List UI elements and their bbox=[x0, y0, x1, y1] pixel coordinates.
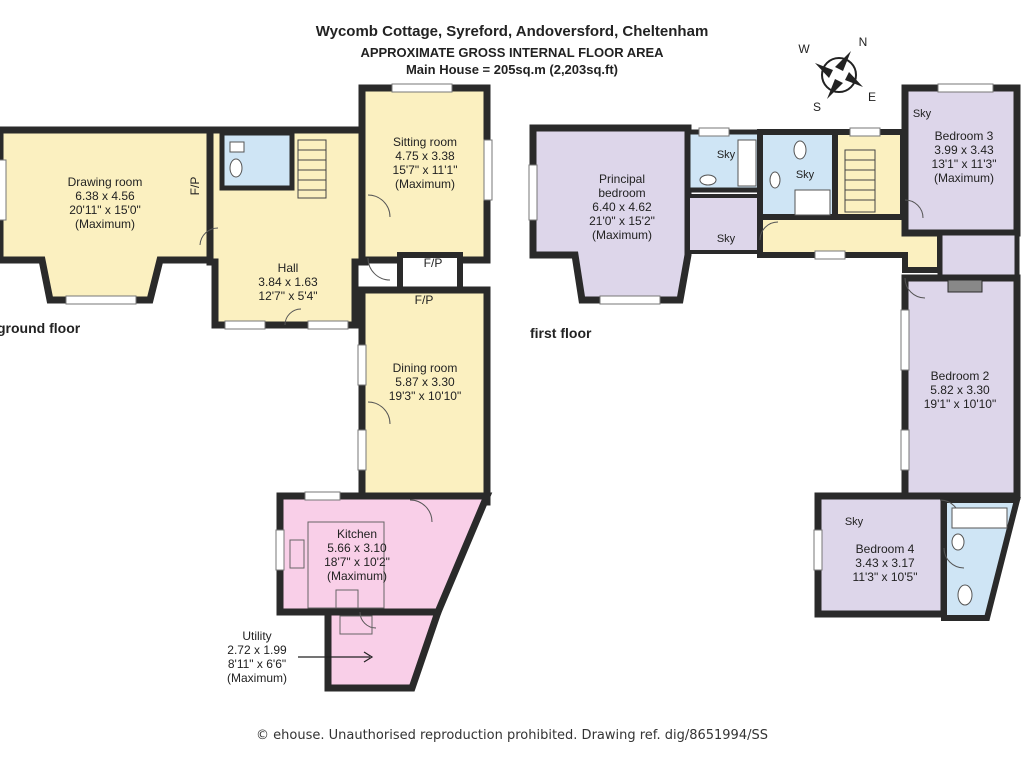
wc-fixtures bbox=[229, 141, 245, 178]
skylight-wardrobe: Sky bbox=[717, 233, 736, 245]
svg-text:6.40 x 4.62: 6.40 x 4.62 bbox=[592, 200, 652, 214]
first-floor-label: first floor bbox=[530, 325, 592, 341]
ground-wc bbox=[219, 130, 295, 191]
svg-text:(Maximum): (Maximum) bbox=[934, 171, 994, 185]
svg-text:bedroom: bedroom bbox=[598, 186, 645, 200]
bedroom-4-label: Bedroom 4 3.43 x 3.17 11'3" x 10'5" bbox=[853, 542, 918, 584]
skylight-ensuite: Sky bbox=[717, 149, 736, 161]
bedroom-2 bbox=[901, 274, 1021, 500]
ground-floor-plan: F/P F/P F/P bbox=[0, 83, 493, 692]
svg-text:(Maximum): (Maximum) bbox=[75, 217, 135, 231]
first-windows bbox=[528, 83, 994, 571]
first-floor-plan: Sky Sky Sky Sky Sky bbox=[528, 83, 1021, 621]
compass: N E S W bbox=[798, 35, 876, 114]
hall-label: Hall 3.84 x 1.63 12'7" x 5'4" bbox=[258, 261, 318, 303]
svg-text:19'3" x 10'10": 19'3" x 10'10" bbox=[389, 389, 462, 403]
svg-text:(Maximum): (Maximum) bbox=[227, 671, 287, 685]
copyright-footer: © ehouse. Unauthorised reproduction proh… bbox=[256, 728, 768, 743]
svg-text:2.72 x 1.99: 2.72 x 1.99 bbox=[227, 643, 287, 657]
svg-text:(Maximum): (Maximum) bbox=[395, 177, 455, 191]
bedroom-4 bbox=[814, 492, 948, 618]
principal-bedroom-label: Principal bedroom 6.40 x 4.62 21'0" x 15… bbox=[589, 172, 655, 242]
kitchen-fittings bbox=[289, 521, 385, 635]
compass-north: N bbox=[859, 35, 868, 49]
ground-stairs bbox=[297, 139, 327, 199]
svg-text:13'1" x 11'3": 13'1" x 11'3" bbox=[932, 157, 997, 171]
skylight-bedroom-4: Sky bbox=[845, 516, 864, 528]
svg-text:Hall: Hall bbox=[278, 261, 299, 275]
svg-text:Drawing room: Drawing room bbox=[68, 175, 143, 189]
svg-text:3.99 x 3.43: 3.99 x 3.43 bbox=[934, 143, 994, 157]
fp-sitting-room: F/P bbox=[424, 256, 443, 270]
svg-text:5.87 x 3.30: 5.87 x 3.30 bbox=[395, 375, 455, 389]
bedroom-3-label: Bedroom 3 3.99 x 3.43 13'1" x 11'3" (Max… bbox=[932, 129, 997, 185]
entrance-arrows bbox=[298, 651, 374, 663]
ground-doors bbox=[199, 194, 433, 629]
svg-text:12'7" x 5'4": 12'7" x 5'4" bbox=[258, 289, 317, 303]
sitting-room-label: Sitting room 4.75 x 3.38 15'7" x 11'1" (… bbox=[393, 135, 458, 191]
svg-text:8'11" x 6'6": 8'11" x 6'6" bbox=[228, 657, 286, 671]
dining-room bbox=[358, 286, 491, 506]
svg-text:5.66 x 3.10: 5.66 x 3.10 bbox=[327, 541, 387, 555]
skylight-bedroom-3: Sky bbox=[913, 108, 932, 120]
svg-text:20'11" x 15'0": 20'11" x 15'0" bbox=[69, 203, 141, 217]
svg-text:19'1" x 10'10": 19'1" x 10'10" bbox=[924, 397, 997, 411]
floor-area: Main House = 205sq.m (2,203sq.ft) bbox=[405, 62, 619, 77]
drawing-room-label: Drawing room 6.38 x 4.56 20'11" x 15'0" … bbox=[68, 175, 143, 231]
plan-subtitle: APPROXIMATE GROSS INTERNAL FLOOR AREA bbox=[360, 45, 664, 60]
utility-room bbox=[324, 608, 443, 692]
svg-text:18'7" x 10'2": 18'7" x 10'2" bbox=[324, 555, 390, 569]
plan-title: Wycomb Cottage, Syreford, Andoversford, … bbox=[315, 23, 709, 40]
compass-east: E bbox=[868, 90, 876, 104]
svg-text:15'7" x 11'1": 15'7" x 11'1" bbox=[393, 163, 458, 177]
svg-text:Sitting room: Sitting room bbox=[393, 135, 457, 149]
svg-text:(Maximum): (Maximum) bbox=[592, 228, 652, 242]
chimney-breast bbox=[947, 279, 983, 293]
svg-text:5.82 x 3.30: 5.82 x 3.30 bbox=[930, 383, 990, 397]
bedroom-2-label: Bedroom 2 5.82 x 3.30 19'1" x 10'10" bbox=[924, 369, 997, 411]
svg-text:Bedroom 4: Bedroom 4 bbox=[856, 542, 915, 556]
bath-fixtures bbox=[699, 139, 1008, 606]
skylight-bathroom: Sky bbox=[796, 169, 815, 181]
svg-text:Utility: Utility bbox=[242, 629, 271, 643]
dining-room-label: Dining room 5.87 x 3.30 19'3" x 10'10" bbox=[389, 361, 462, 403]
ground-floor-label: ground floor bbox=[0, 320, 81, 336]
svg-text:11'3" x 10'5": 11'3" x 10'5" bbox=[853, 570, 918, 584]
fp-drawing-room: F/P bbox=[188, 177, 202, 196]
first-stairs bbox=[844, 149, 876, 213]
compass-circle bbox=[821, 57, 857, 93]
svg-text:Principal: Principal bbox=[599, 172, 645, 186]
compass-west: W bbox=[798, 42, 810, 56]
ground-windows bbox=[0, 83, 493, 571]
svg-text:21'0" x 15'2": 21'0" x 15'2" bbox=[589, 214, 655, 228]
svg-text:Bedroom 3: Bedroom 3 bbox=[935, 129, 994, 143]
svg-text:Bedroom 2: Bedroom 2 bbox=[931, 369, 990, 383]
svg-text:Kitchen: Kitchen bbox=[337, 527, 377, 541]
svg-text:(Maximum): (Maximum) bbox=[327, 569, 387, 583]
svg-text:3.43 x 3.17: 3.43 x 3.17 bbox=[855, 556, 915, 570]
kitchen-label: Kitchen 5.66 x 3.10 18'7" x 10'2" (Maxim… bbox=[324, 527, 390, 583]
fp-dining-room: F/P bbox=[415, 293, 434, 307]
utility-label: Utility 2.72 x 1.99 8'11" x 6'6" (Maximu… bbox=[227, 629, 287, 685]
svg-text:6.38 x 4.56: 6.38 x 4.56 bbox=[75, 189, 135, 203]
svg-text:Dining room: Dining room bbox=[393, 361, 458, 375]
compass-south: S bbox=[813, 100, 821, 114]
svg-text:3.84 x 1.63: 3.84 x 1.63 bbox=[258, 275, 318, 289]
svg-text:4.75 x 3.38: 4.75 x 3.38 bbox=[395, 149, 455, 163]
landing-cupboard bbox=[937, 230, 1020, 281]
